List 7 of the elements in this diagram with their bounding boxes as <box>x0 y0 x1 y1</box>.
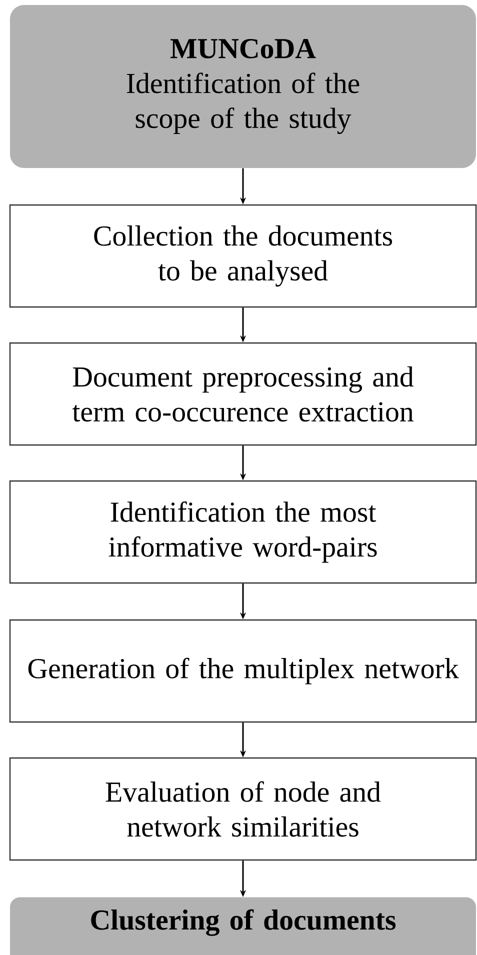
process-box: Evaluation of node and network similarities <box>9 757 477 861</box>
process-box: Identification the most informative word-pairs <box>9 480 477 584</box>
process-box: Collection the documents to be analysed <box>9 204 477 308</box>
process-box: Generation of the multiplex network <box>9 619 477 723</box>
start-box: MUNCoDA Identification of the scope of the study <box>10 5 476 168</box>
process-box: Document preprocessing and term co-occurence extraction <box>9 342 477 446</box>
end-box: Clustering of documents <box>10 897 476 955</box>
